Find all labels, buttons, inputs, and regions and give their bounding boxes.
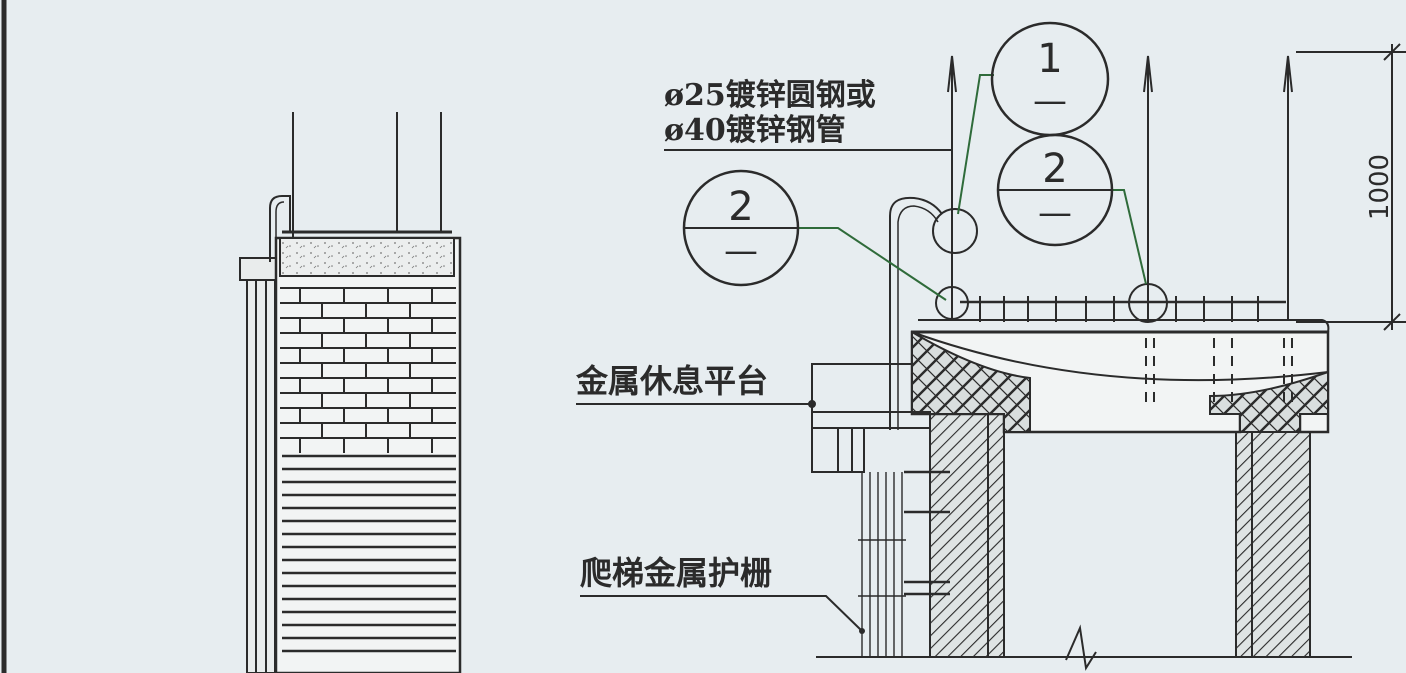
platform-label: 金属休息平台	[575, 362, 768, 400]
rod-spec-label-line2: ø40镀锌钢管	[664, 113, 846, 148]
callout-2-left: 2 —	[682, 169, 800, 287]
ring-supports	[979, 296, 1259, 322]
callout-2-left-number: 2	[728, 184, 753, 230]
callout-2-right-number: 2	[1042, 146, 1067, 192]
brick-courses	[280, 287, 456, 453]
left-wall-section	[929, 391, 1005, 658]
lining-courses	[282, 454, 456, 653]
rod-spec-label-line1: ø25镀锌圆钢或	[664, 78, 876, 113]
right-wall-section	[1235, 391, 1311, 658]
callout-1-number: 1	[1037, 36, 1062, 82]
ladder-guard-label: 爬梯金属护栅	[580, 554, 772, 592]
callout-1: 1 —	[990, 21, 1110, 137]
break-symbol	[1065, 624, 1097, 671]
ladder-rungs	[904, 470, 950, 596]
chimney-elevation	[239, 112, 462, 673]
chimney-section: 1000	[808, 43, 1406, 671]
dimension-label: 1000	[1365, 154, 1395, 220]
callout-1-sub: —	[1033, 81, 1067, 121]
ladder-guard-cage	[858, 472, 906, 657]
hidden-lines	[1145, 338, 1293, 410]
leader-lines	[576, 74, 1147, 632]
detail-circle-1	[932, 208, 978, 254]
callout-2-left-sub: —	[724, 231, 758, 271]
dimension-1000	[1296, 43, 1406, 331]
detail-circle-2a	[935, 286, 969, 320]
callout-2-right-sub: —	[1038, 193, 1072, 233]
detail-circle-2b	[1128, 283, 1168, 323]
metal-rest-platform	[808, 363, 931, 473]
lightning-rods	[947, 55, 1293, 320]
callout-2-right: 2 —	[996, 133, 1114, 247]
